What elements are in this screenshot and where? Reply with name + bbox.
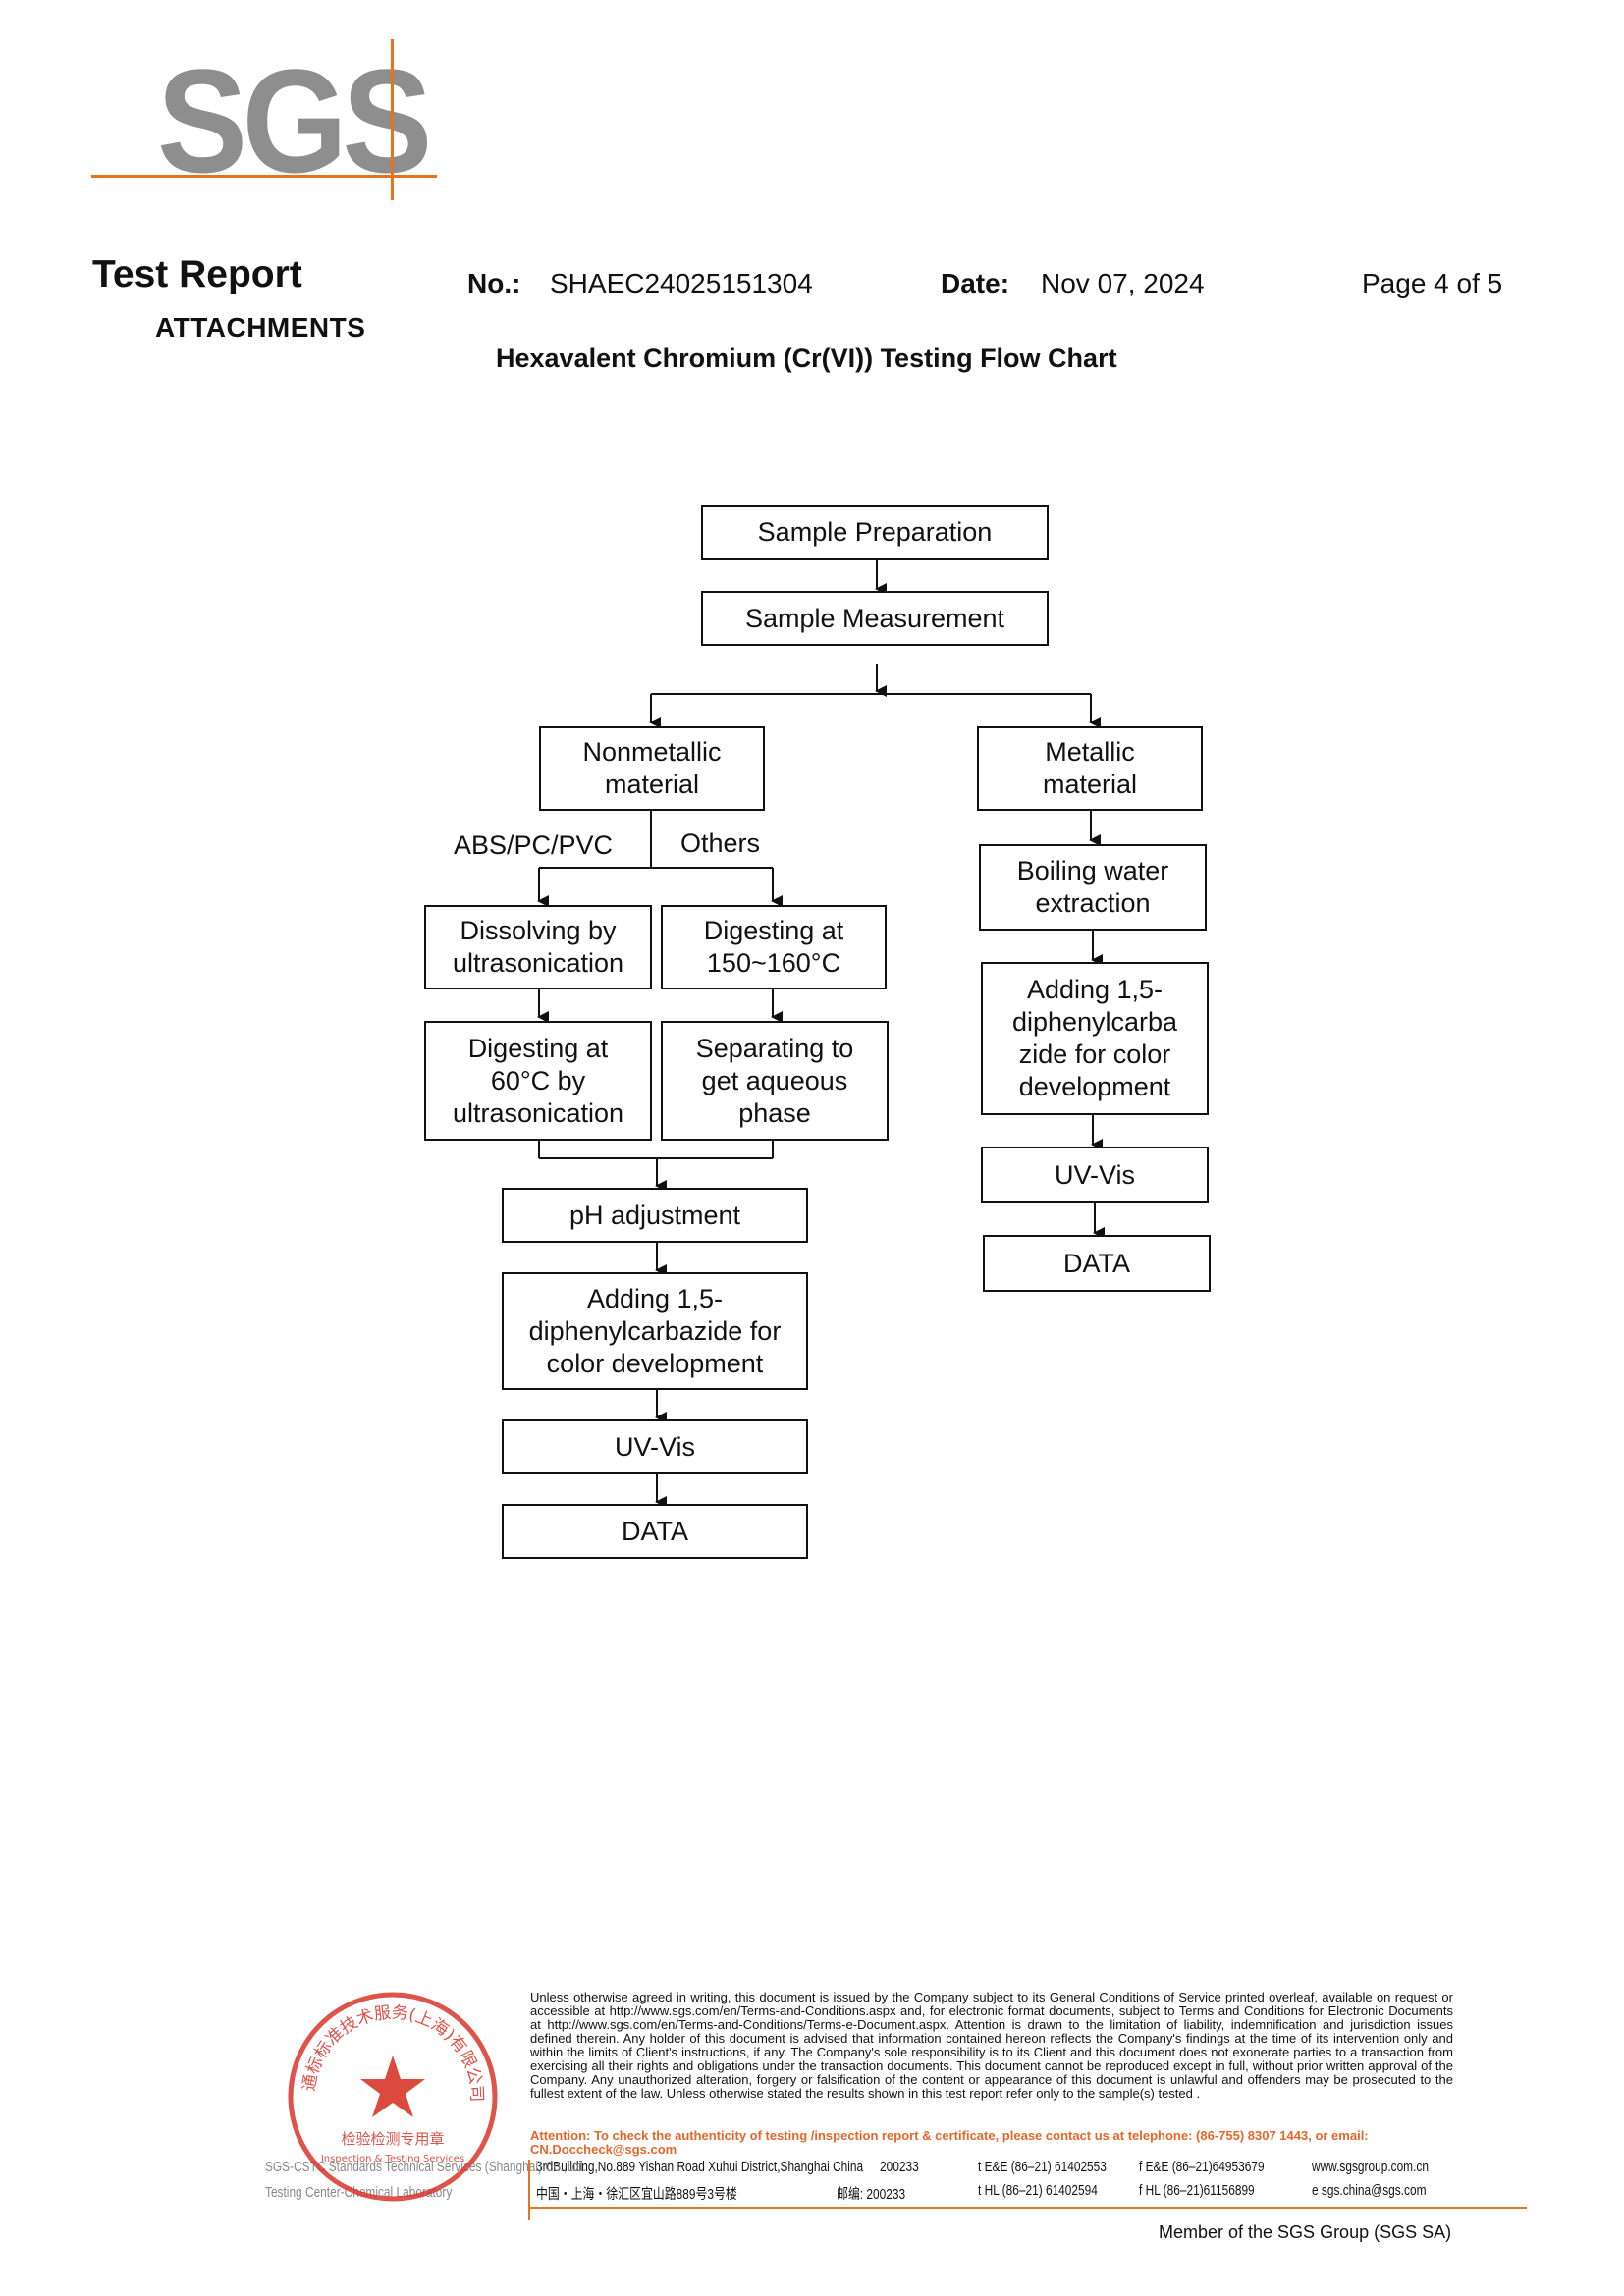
flow-box-uvvis-right: UV-Vis (981, 1147, 1209, 1203)
flow-box-dissolving: Dissolving by ultrasonication (424, 905, 652, 989)
report-date-label: Date: (941, 268, 1010, 298)
flow-box-metallic: Metallic material (977, 726, 1203, 811)
flow-box-data-left: DATA (502, 1504, 808, 1559)
sgs-logo: SGS (157, 38, 432, 203)
flow-box-data-right: DATA (983, 1235, 1211, 1292)
footer-postcode-cn: 邮编: 200233 (837, 2187, 906, 2203)
branch-label-others: Others (680, 828, 761, 858)
flow-box-nonmetallic: Nonmetallic material (539, 726, 765, 811)
flow-chart-title: Hexavalent Chromium (Cr(VI)) Testing Flo… (496, 344, 1117, 373)
footer-member: Member of the SGS Group (SGS SA) (1159, 2222, 1452, 2242)
footer-fax-hl: f HL (86–21)61156899 (1139, 2183, 1255, 2199)
flow-box-sample-measurement: Sample Measurement (701, 591, 1049, 646)
footer-website: www.sgsgroup.com.cn (1312, 2160, 1429, 2175)
logo-divider-horizontal (91, 175, 437, 178)
report-title: Test Report (92, 253, 302, 295)
report-number-label: No.: (467, 268, 521, 298)
footer-postcode-en: 200233 (880, 2160, 919, 2175)
footer-address-cn: 中国・上海・徐汇区宜山路889号3号楼 (536, 2187, 737, 2203)
branch-label-abs: ABS/PC/PVC (454, 830, 614, 860)
footer-divider-horizontal (530, 2207, 1527, 2209)
svg-text:检验检测专用章: 检验检测专用章 (341, 2130, 444, 2148)
footer-disclaimer: Unless otherwise agreed in writing, this… (530, 1990, 1453, 2101)
footer-attention: Attention: To check the authenticity of … (530, 2128, 1369, 2157)
flow-box-boiling: Boiling water extraction (979, 844, 1207, 931)
flow-box-separating: Separating to get aqueous phase (661, 1021, 889, 1141)
flow-box-adding-left: Adding 1,5- diphenylcarbazide for color … (502, 1272, 808, 1390)
footer-fax-ee: f E&E (86–21)64953679 (1139, 2160, 1265, 2175)
inspection-stamp: 通标标准技术服务(上海)有限公司 检验检测专用章 Inspection & Te… (288, 1992, 498, 2202)
footer-email: e sgs.china@sgs.com (1312, 2183, 1427, 2199)
flow-box-digesting-60: Digesting at 60°C by ultrasonication (424, 1021, 652, 1141)
footer-company-line1: SGS-CSTC Standards Technical Services (S… (265, 2160, 586, 2175)
logo-divider-vertical (391, 39, 394, 200)
flow-box-ph-adjustment: pH adjustment (502, 1188, 808, 1243)
footer-address-en: 3rdBuilding,No.889 Yishan Road Xuhui Dis… (536, 2160, 864, 2175)
svg-text:Inspection & Testing Services: Inspection & Testing Services (321, 2154, 464, 2164)
report-number: SHAEC24025151304 (550, 268, 813, 298)
report-subtitle: ATTACHMENTS (155, 312, 366, 343)
flow-box-uvvis-left: UV-Vis (502, 1419, 808, 1474)
footer-tel-hl: t HL (86–21) 61402594 (978, 2183, 1098, 2199)
flow-box-digesting-150: Digesting at 150~160°C (661, 905, 887, 989)
footer-divider-vertical (528, 2160, 530, 2220)
flow-box-sample-preparation: Sample Preparation (701, 505, 1049, 560)
flow-box-adding-right: Adding 1,5- diphenylcarba zide for color… (981, 962, 1209, 1115)
footer-tel-ee: t E&E (86–21) 61402553 (978, 2160, 1107, 2175)
page-number: Page 4 of 5 (1362, 268, 1503, 298)
report-date: Nov 07, 2024 (1041, 268, 1205, 298)
